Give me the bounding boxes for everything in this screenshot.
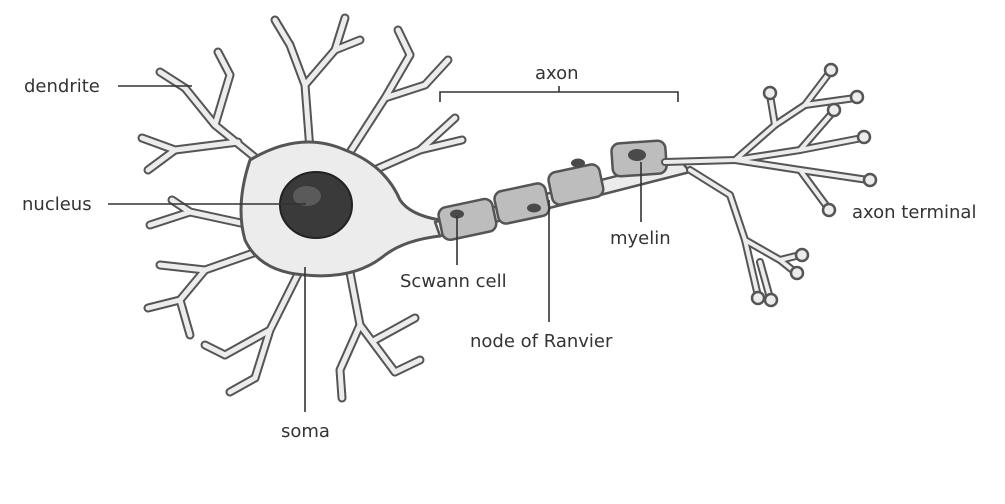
- labels: dendrite nucleus soma axon Scwann cell n…: [22, 63, 976, 442]
- label-nucleus: nucleus: [22, 194, 92, 215]
- label-dendrite: dendrite: [24, 76, 100, 97]
- myelin-segment-2: [493, 182, 551, 225]
- label-soma: soma: [281, 421, 330, 442]
- neuron: [137, 13, 878, 403]
- axon-bracket: [439, 86, 679, 102]
- myelin-segment-1: [437, 197, 498, 242]
- label-myelin: myelin: [610, 228, 671, 249]
- leader-lines: [108, 85, 679, 412]
- synaptic-knobs: [750, 62, 878, 308]
- nucleus-highlight: [293, 186, 321, 206]
- label-schwann-cell: Scwann cell: [400, 271, 507, 292]
- label-node-of-ranvier: node of Ranvier: [470, 331, 613, 352]
- myelin-segment-3: [547, 163, 605, 206]
- label-axon-terminal: axon terminal: [852, 202, 976, 223]
- nucleus-shape: [279, 171, 353, 239]
- axon-terminal-branches-inner: [663, 70, 870, 300]
- label-axon: axon: [535, 63, 579, 84]
- schwann-nuclei: [450, 149, 646, 219]
